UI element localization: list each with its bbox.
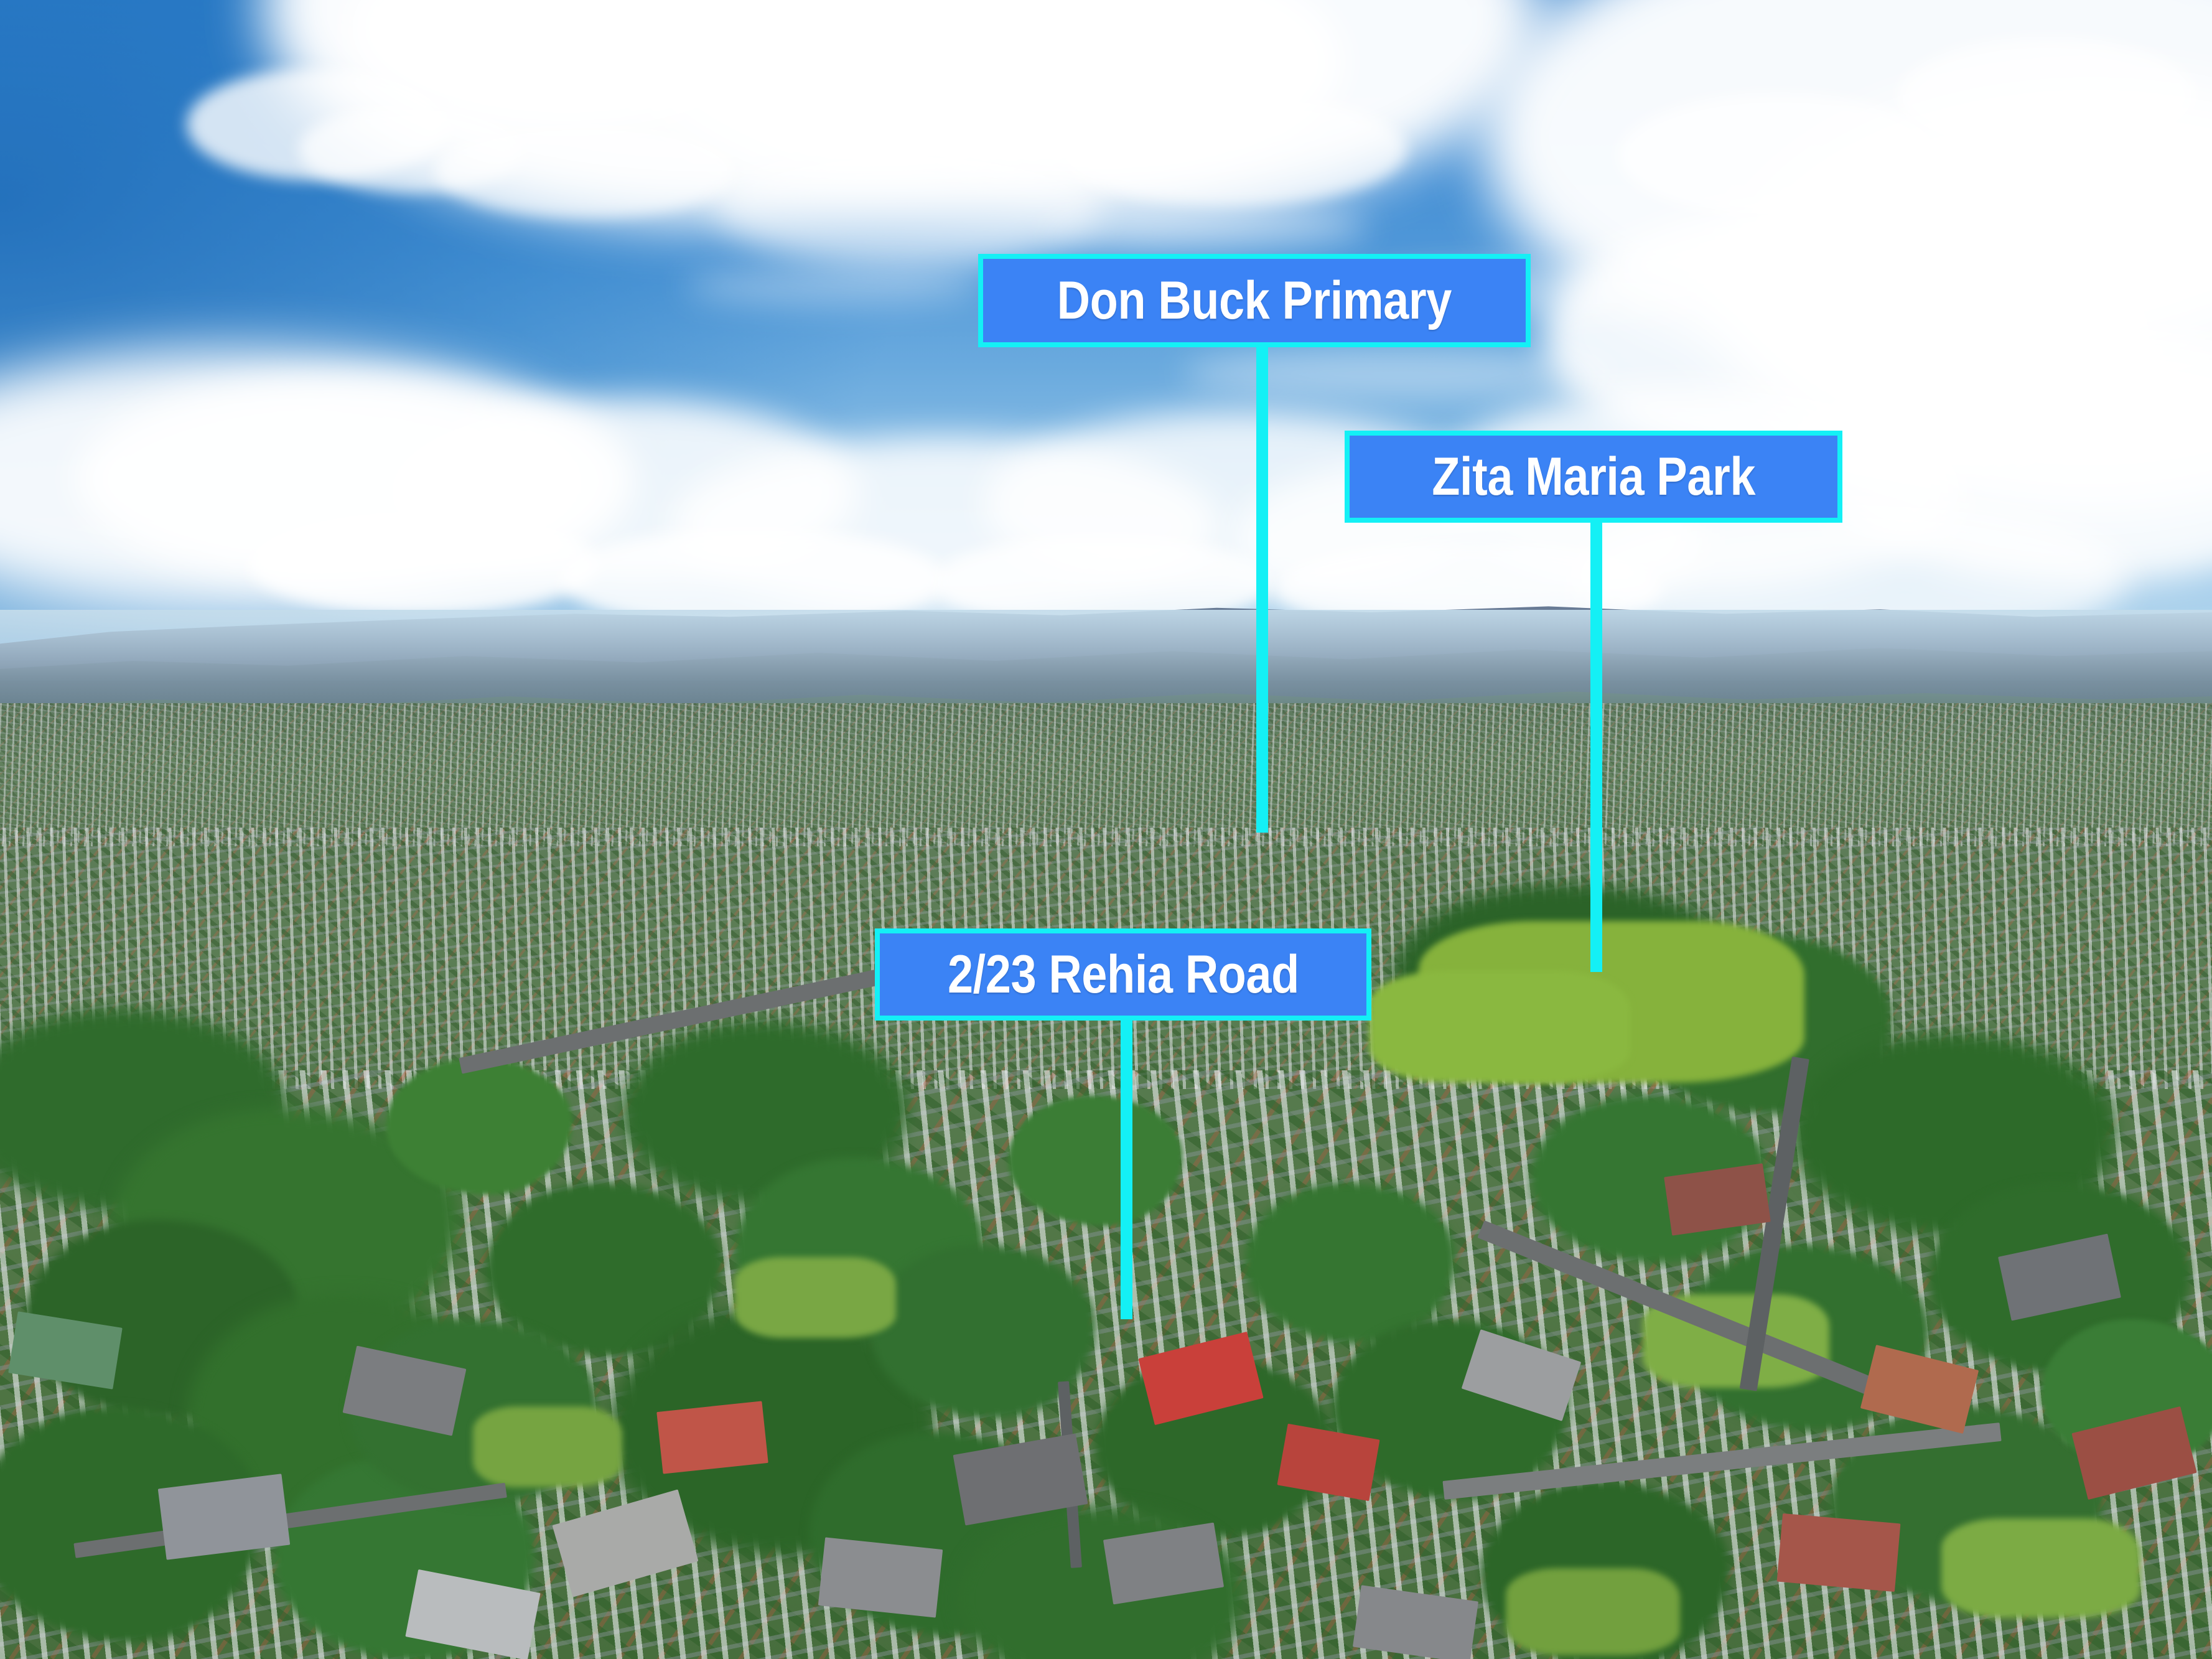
leader-line-rehia-road <box>1121 1021 1132 1319</box>
lawn-patch-1 <box>734 1257 896 1338</box>
park-grass-secondary <box>1369 971 1630 1083</box>
distant-suburb-texture <box>0 703 2212 846</box>
leader-line-zita-maria-park <box>1590 523 1602 972</box>
lawn-patch-3 <box>473 1406 622 1487</box>
callout-label-rehia-road: 2/23 Rehia Road <box>947 945 1299 1004</box>
callout-rehia-road[interactable]: 2/23 Rehia Road <box>875 928 1371 1021</box>
callout-don-buck-primary[interactable]: Don Buck Primary <box>978 254 1531 347</box>
lawn-patch-4 <box>1941 1518 2140 1618</box>
callout-label-don-buck-primary: Don Buck Primary <box>1057 271 1452 330</box>
callout-label-zita-maria-park: Zita Maria Park <box>1432 447 1755 507</box>
leader-line-don-buck-primary <box>1256 347 1268 833</box>
sky-deep-blue-gradient <box>0 0 1018 664</box>
callout-zita-maria-park[interactable]: Zita Maria Park <box>1345 431 1842 523</box>
lawn-patch-5 <box>1506 1568 1680 1655</box>
